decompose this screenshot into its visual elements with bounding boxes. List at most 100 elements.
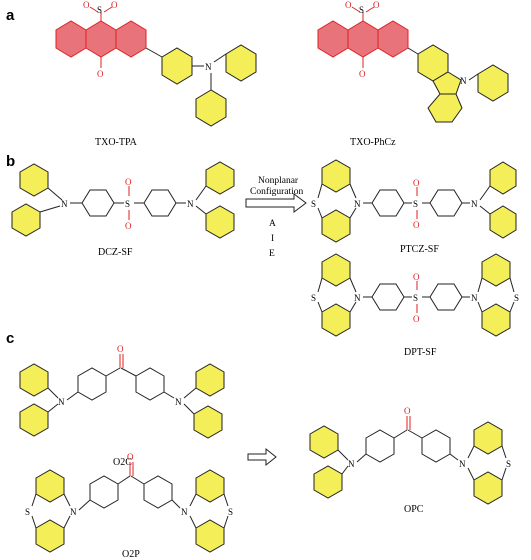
molecule-dpt-sf: S N S O O N S DPT-SF — [311, 253, 519, 358]
phenyl-ring — [77, 367, 107, 401]
phenothiazine-unit — [189, 469, 229, 553]
annotation-aie-e: E — [269, 249, 275, 259]
molecule-o2p: S N O N S O2P — [25, 452, 233, 560]
oxygen-label: O — [404, 406, 411, 416]
sulfur-label: S — [25, 507, 30, 517]
oxygen-label: O — [413, 314, 420, 324]
phenyl-ring — [429, 189, 463, 217]
carbazole-unit — [183, 363, 225, 439]
sulfur-label: S — [311, 293, 316, 303]
annotation-aie-i: I — [271, 234, 274, 244]
panel-label-b: b — [6, 153, 15, 170]
phenyl-ring — [371, 189, 405, 217]
oxygen-label: O — [413, 178, 420, 188]
carbazole-unit — [309, 425, 349, 499]
molecule-opc: N O N S OPC — [309, 406, 511, 515]
molecule-txo-phcz: S O O O N TXO-PhCz — [317, 0, 509, 148]
annotation-nonplanar: Nonplanar — [258, 176, 299, 186]
oxygen-label: O — [127, 452, 134, 462]
phenyl-ring — [225, 44, 257, 82]
transition-annotation: Nonplanar Configuration A I E — [245, 176, 307, 259]
phenyl-ring — [89, 475, 119, 509]
nitrogen-label: N — [205, 62, 212, 72]
molecule-label-opc: OPC — [404, 504, 424, 515]
oxygen-label: O — [97, 69, 104, 79]
sulfur-label: S — [359, 5, 364, 15]
sulfur-label: S — [311, 199, 316, 209]
molecule-label-o2p: O2P — [122, 549, 140, 560]
sulfur-label: S — [97, 5, 102, 15]
molecule-txo-tpa: S O O O N TXO-TPA — [55, 0, 257, 148]
transition-arrow — [245, 193, 307, 213]
carbazole-unit — [195, 161, 235, 239]
oxygen-label: O — [413, 272, 420, 282]
nitrogen-label: N — [61, 199, 68, 209]
molecule-label-dpt-sf: DPT-SF — [404, 347, 437, 358]
molecule-label-txo-phcz: TXO-PhCz — [350, 137, 396, 148]
sulfur-label: S — [125, 199, 130, 209]
sulfur-label: S — [413, 199, 418, 209]
nitrogen-label: N — [471, 199, 478, 209]
nitrogen-label: N — [348, 459, 355, 469]
panel-label-a: a — [6, 7, 15, 24]
phenyl-ring — [143, 189, 177, 217]
combination-arrow — [247, 447, 277, 467]
phenyl-ring — [371, 283, 405, 311]
annotation-aie-a: A — [269, 219, 276, 229]
nitrogen-label: N — [58, 397, 65, 407]
phenyl-ring — [161, 47, 193, 85]
panel-label-c: c — [6, 330, 14, 347]
nitrogen-label: N — [354, 293, 361, 303]
nitrogen-label: N — [459, 459, 466, 469]
molecule-label-dcz-sf: DCZ-SF — [98, 247, 133, 258]
molecule-label-ptcz-sf: PTCZ-SF — [400, 244, 439, 255]
sulfur-label: S — [514, 293, 519, 303]
phenyl-ring — [429, 283, 463, 311]
annotation-configuration: Configuration — [250, 186, 304, 197]
sulfur-label: S — [413, 293, 418, 303]
phenothiazine-unit — [477, 253, 515, 337]
molecule-dcz-sf: N S O O N DCZ-SF — [11, 161, 235, 258]
thioxanthone-core: S O O O — [55, 0, 147, 79]
oxygen-label: O — [373, 0, 380, 10]
thioxanthone-core: S O O O — [317, 0, 409, 79]
oxygen-label: O — [413, 220, 420, 230]
phenyl-ring — [477, 64, 509, 102]
sulfur-label: S — [228, 507, 233, 517]
sulfur-label: S — [506, 459, 511, 469]
nitrogen-label: N — [471, 293, 478, 303]
carbazole-unit — [479, 161, 517, 239]
carbazole-unit — [11, 163, 63, 237]
phenyl-ring — [81, 189, 115, 217]
phenyl-ring — [421, 429, 451, 463]
phenothiazine-unit — [467, 421, 507, 505]
nitrogen-label: N — [70, 507, 77, 517]
oxygen-label: O — [117, 344, 124, 354]
phenothiazine-unit — [317, 253, 357, 337]
nitrogen-label: N — [354, 199, 361, 209]
carbazole-unit — [417, 44, 463, 123]
molecule-label-txo-tpa: TXO-TPA — [95, 137, 138, 148]
phenothiazine-unit — [317, 159, 357, 243]
oxygen-label: O — [111, 0, 118, 10]
phenyl-ring — [365, 429, 395, 463]
oxygen-label: O — [345, 0, 352, 10]
molecule-o2c: N O N O2C — [19, 344, 225, 468]
oxygen-label: O — [83, 0, 90, 10]
nitrogen-label: N — [181, 507, 188, 517]
nitrogen-label: N — [460, 76, 467, 86]
phenyl-ring — [143, 475, 173, 509]
nitrogen-label: N — [187, 199, 194, 209]
nitrogen-label: N — [175, 397, 182, 407]
molecule-ptcz-sf: S N S O O N PTCZ-SF — [311, 159, 517, 255]
phenothiazine-unit — [31, 469, 71, 553]
oxygen-label: O — [125, 221, 132, 231]
phenyl-ring — [135, 367, 165, 401]
oxygen-label: O — [125, 177, 132, 187]
molecule-label-o2c: O2C — [113, 457, 132, 468]
oxygen-label: O — [359, 69, 366, 79]
phenyl-ring — [195, 89, 227, 127]
carbazole-unit — [19, 363, 59, 437]
